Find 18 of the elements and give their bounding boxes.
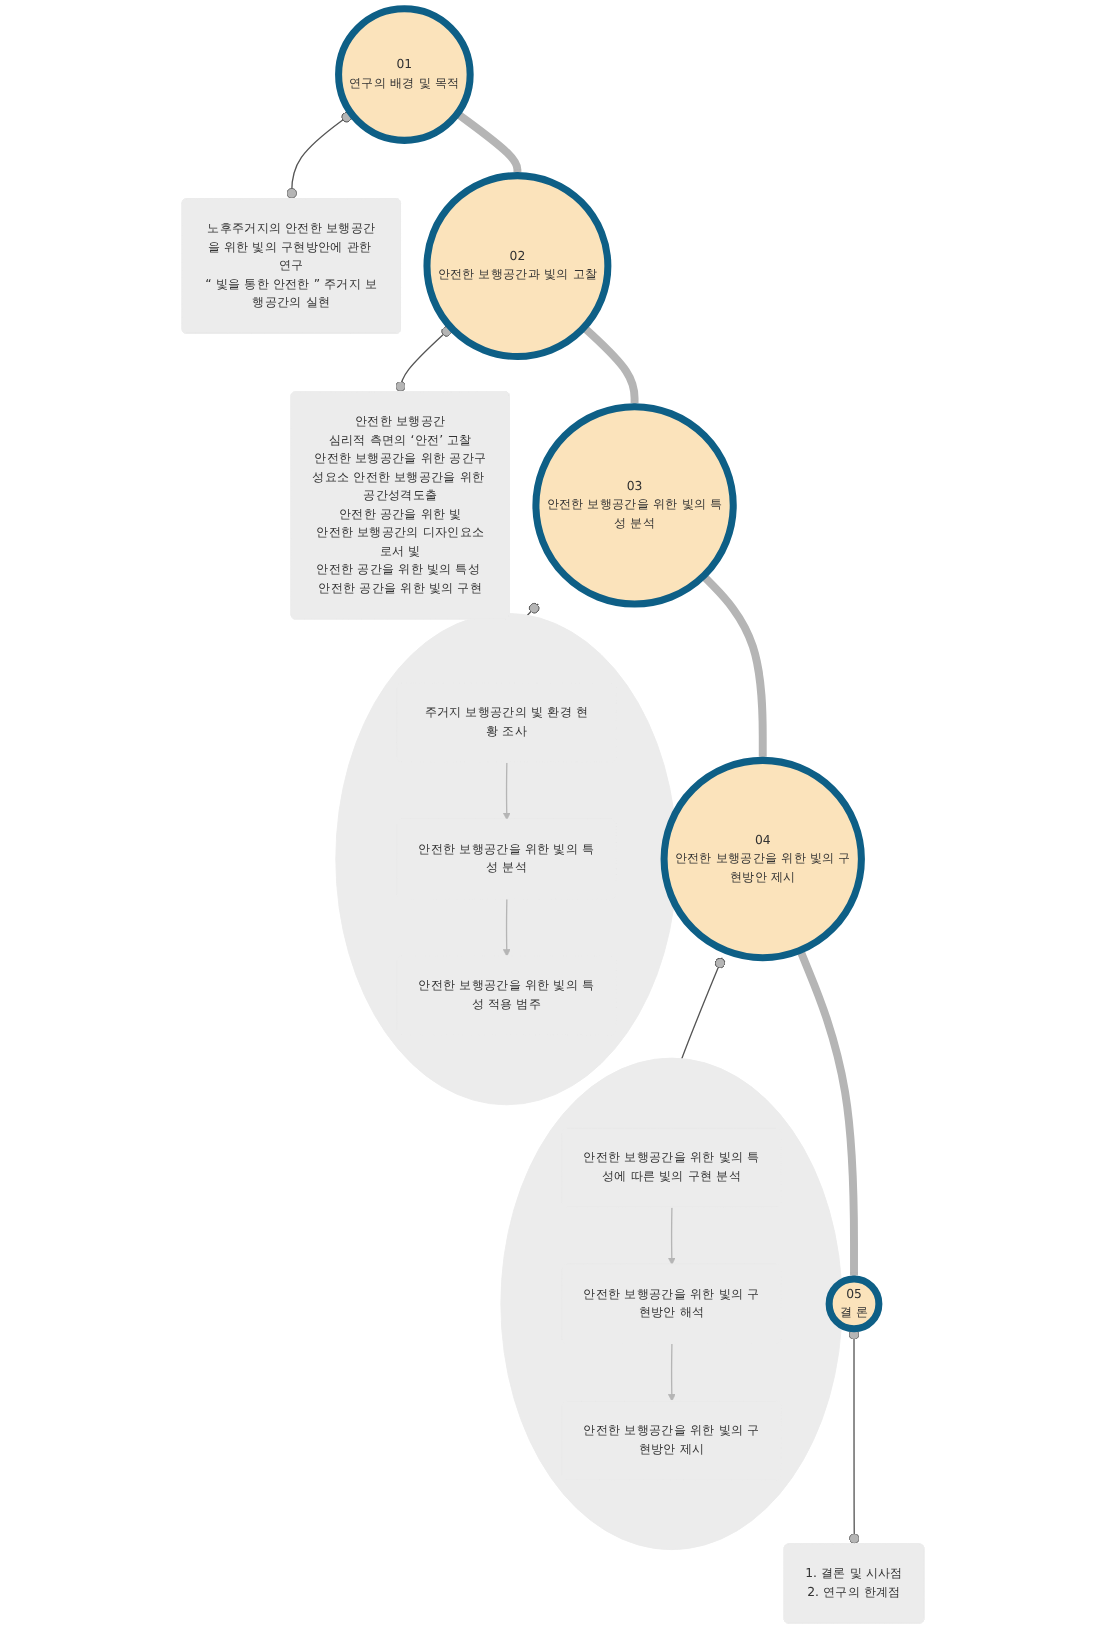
- node-circle: [423, 172, 612, 361]
- arrow: [796, 948, 858, 1280]
- cluster: [335, 612, 678, 1106]
- connector: [395, 326, 452, 393]
- cluster: [500, 1057, 843, 1551]
- node-circle: [335, 5, 474, 144]
- arrow: [700, 573, 767, 761]
- arrow: [667, 1206, 676, 1266]
- arrow: [502, 761, 511, 821]
- arrow: [581, 324, 639, 408]
- node-circle: [825, 1275, 883, 1333]
- node-circle: [660, 756, 865, 962]
- connector: [848, 1328, 860, 1545]
- node-circle: [532, 403, 737, 608]
- arrow: [454, 110, 522, 176]
- connector: [286, 111, 353, 200]
- arrow: [667, 1343, 676, 1402]
- arrow: [502, 898, 511, 957]
